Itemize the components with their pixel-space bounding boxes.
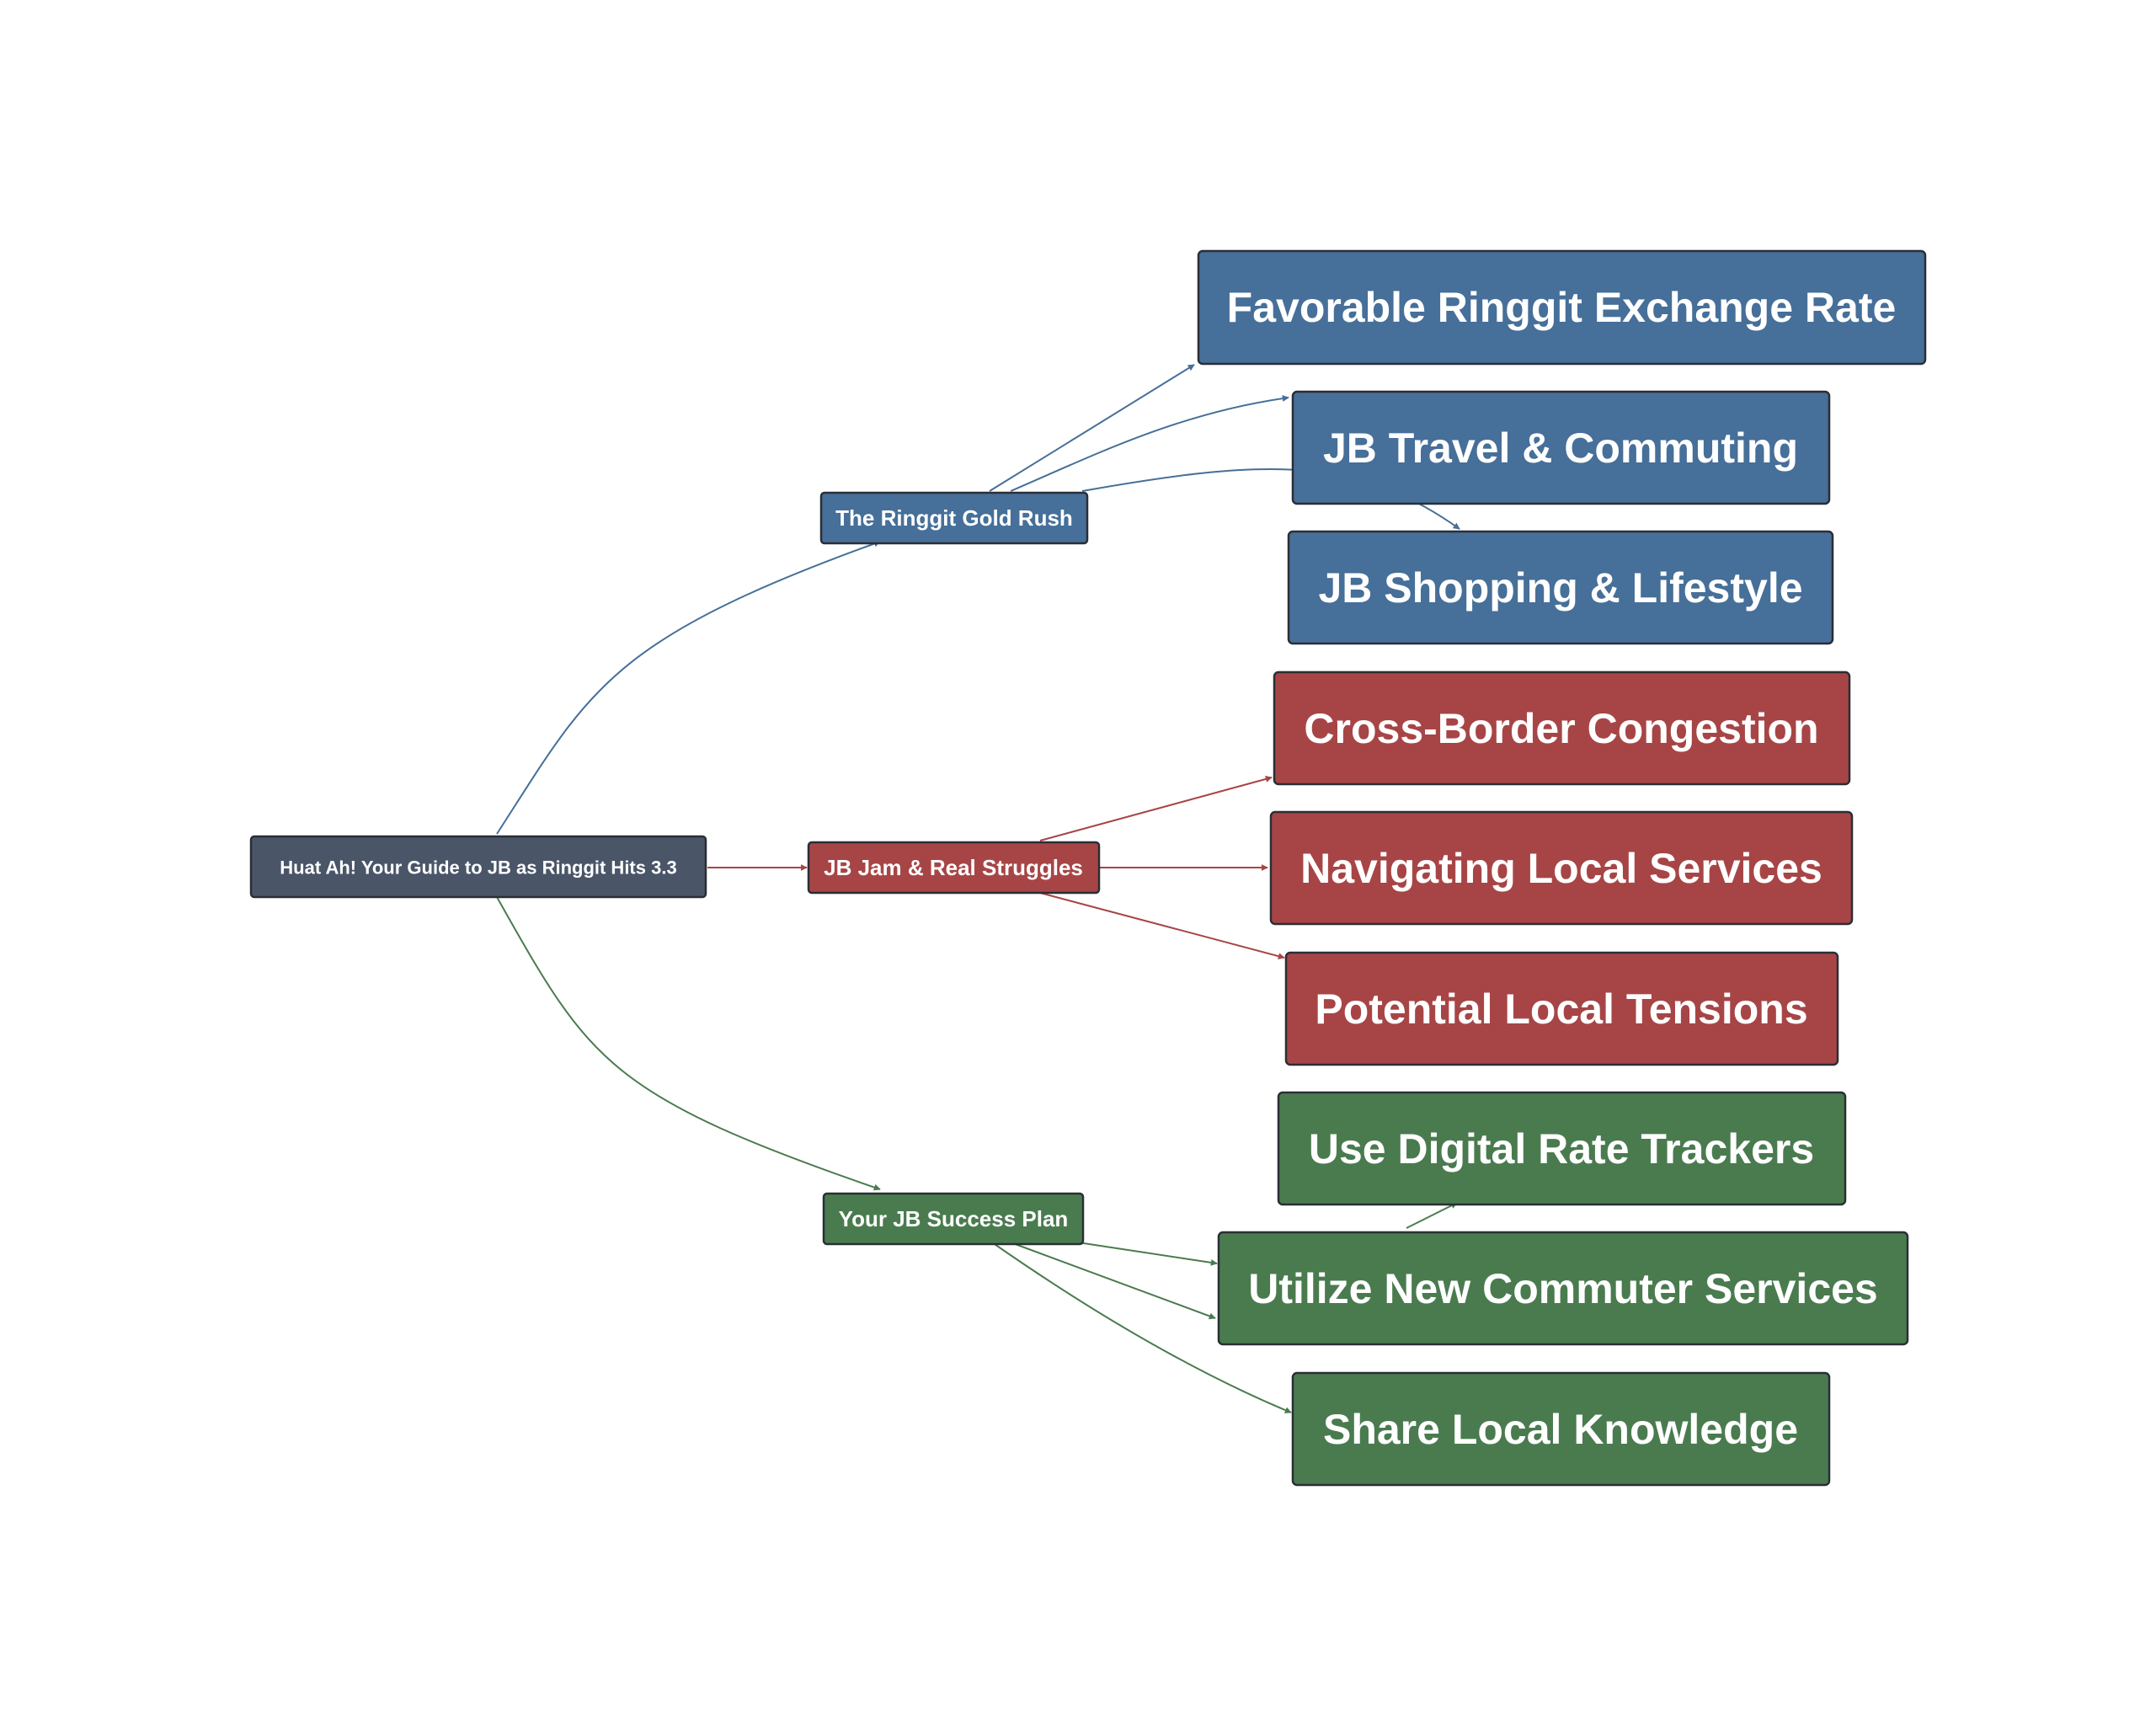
root-node-label: Huat Ah! Your Guide to JB as Ringgit Hit…	[280, 857, 676, 879]
category-node-box	[819, 491, 1089, 545]
leaf-node-label: JB Shopping & Lifestyle	[1318, 564, 1802, 612]
leaf-node-label: Potential Local Tensions	[1315, 986, 1807, 1033]
edge-root-to-success-plan	[496, 896, 881, 1191]
edge-root-to-ringgit-gold-rush	[496, 540, 881, 835]
leaf-node-local-knowledge: Share Local Knowledge	[1291, 1371, 1831, 1487]
leaf-node-label: Cross-Border Congestion	[1304, 705, 1818, 752]
leaf-node-box	[1287, 530, 1834, 645]
leaf-node-box	[1217, 1231, 1909, 1346]
leaf-node-tensions: Potential Local Tensions	[1284, 951, 1839, 1066]
leaf-node-commuter-services: Utilize New Commuter Services	[1217, 1231, 1909, 1346]
leaf-node-label: Favorable Ringgit Exchange Rate	[1227, 284, 1897, 331]
category-node-box	[807, 841, 1101, 895]
category-node-success-plan: Your JB Success Plan	[822, 1192, 1085, 1246]
category-node-label: JB Jam & Real Struggles	[824, 855, 1083, 880]
edge-plan-to-commuter-services-2	[1010, 1242, 1216, 1320]
category-node-label: Your JB Success Plan	[839, 1206, 1069, 1231]
edge-jam-to-congestion	[1039, 776, 1273, 841]
edge-plan-to-local-knowledge	[991, 1242, 1292, 1413]
root-node: Huat Ah! Your Guide to JB as Ringgit Hit…	[249, 835, 707, 899]
leaf-node-box	[1284, 951, 1839, 1066]
leaf-node-rate-trackers: Use Digital Rate Trackers	[1277, 1091, 1847, 1206]
edge-gold-to-exchange-rate	[989, 364, 1195, 492]
leaf-node-travel: JB Travel & Commuting	[1291, 390, 1831, 505]
leaf-node-box	[1197, 249, 1927, 366]
leaf-node-label: Use Digital Rate Trackers	[1309, 1125, 1814, 1172]
category-node-box	[822, 1192, 1085, 1246]
category-node-jb-jam: JB Jam & Real Struggles	[807, 841, 1101, 895]
leaf-node-local-services: Navigating Local Services	[1269, 810, 1854, 926]
leaf-node-label: Utilize New Commuter Services	[1248, 1265, 1878, 1312]
edge-plan-to-rate-trackers	[1406, 1202, 1458, 1229]
leaf-node-box	[1291, 390, 1831, 505]
leaf-node-exchange-rate: Favorable Ringgit Exchange Rate	[1197, 249, 1927, 366]
leaf-node-label: Share Local Knowledge	[1323, 1406, 1798, 1453]
leaf-node-box	[1269, 810, 1854, 926]
leaf-node-label: JB Travel & Commuting	[1323, 425, 1798, 472]
leaf-node-label: Navigating Local Services	[1300, 845, 1822, 892]
category-node-ringgit-gold-rush: The Ringgit Gold Rush	[819, 491, 1089, 545]
root-node-box	[249, 835, 707, 899]
category-node-label: The Ringgit Gold Rush	[835, 505, 1073, 531]
leaf-node-box	[1277, 1091, 1847, 1206]
leaf-node-box	[1291, 1371, 1831, 1487]
edge-gold-to-travel	[1010, 395, 1289, 492]
edge-jam-to-tensions	[1039, 892, 1285, 960]
leaf-node-box	[1273, 670, 1851, 786]
leaf-node-congestion: Cross-Border Congestion	[1273, 670, 1851, 786]
edge-plan-to-commuter-services	[1077, 1242, 1218, 1266]
leaf-node-shopping: JB Shopping & Lifestyle	[1287, 530, 1834, 645]
